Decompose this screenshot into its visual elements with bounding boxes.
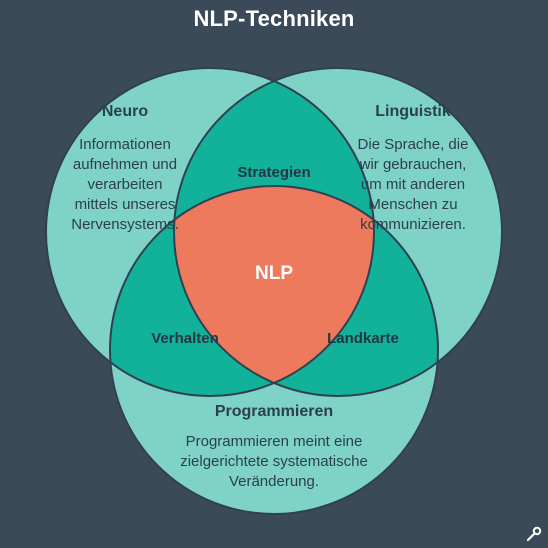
outline-programmieren — [109, 185, 439, 515]
neuro-line: aufnehmen und — [72, 156, 178, 173]
linguistik-line: Menschen zu — [368, 196, 458, 213]
outline-linguistik — [173, 67, 503, 397]
outline-neuro — [45, 67, 375, 397]
neuro-description: Informationen aufnehmen und verarbeiten … — [45, 135, 205, 235]
nlp-center-label: NLP — [255, 263, 293, 284]
linguistik-line: wir gebrauchen, — [359, 156, 467, 173]
programmieren-line: Veränderung. — [228, 473, 320, 490]
linguistik-line: um mit anderen — [360, 176, 466, 193]
linguistik-heading: Linguistik — [375, 103, 451, 120]
verhalten-label: Verhalten — [151, 330, 219, 347]
linguistik-line: Die Sprache, die — [357, 136, 469, 153]
neuro-line: Informationen — [79, 136, 171, 153]
neuro-line: verarbeiten — [87, 176, 163, 193]
linguistik-line: kommunizieren. — [360, 216, 466, 233]
programmieren-line: Programmieren meint eine — [185, 433, 363, 450]
strategien-label: Strategien — [237, 164, 311, 181]
overlap-center-nlp — [174, 186, 374, 396]
landkarte-label: Landkarte — [327, 330, 399, 347]
neuro-line: Nervensystems. — [71, 216, 179, 233]
neuro-line: mittels unseres — [74, 196, 176, 213]
programmieren-heading: Programmieren — [214, 403, 334, 420]
neuro-heading: Neuro — [101, 103, 149, 120]
linguistik-description: Die Sprache, die wir gebrauchen, um mit … — [333, 135, 493, 235]
programmieren-description: Programmieren meint eine zielgerichtete … — [144, 432, 404, 492]
magnifier-icon[interactable] — [526, 526, 542, 542]
programmieren-line: zielgerichtete systematische — [180, 453, 368, 470]
diagram-title: NLP-Techniken — [193, 6, 355, 31]
